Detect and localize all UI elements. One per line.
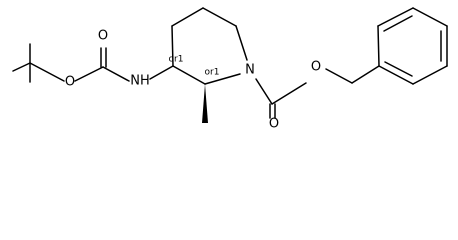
bond-ph-3 xyxy=(412,7,448,27)
bond-ph-5 xyxy=(412,65,448,85)
methyl-wedge-bond xyxy=(202,84,208,123)
molecule-diagram: O O NH N O O or1 or1 xyxy=(12,7,448,132)
bond-ph-inner-a xyxy=(383,15,413,32)
bond-tbu-o xyxy=(29,62,65,82)
bond-nh-c3 xyxy=(149,65,174,80)
bond-ph-2 xyxy=(377,7,414,27)
bond-c6-n xyxy=(235,25,248,61)
stereo-label-c3: or1 xyxy=(169,55,184,65)
bond-o-ch2 xyxy=(325,68,353,84)
bond-ch2-ph xyxy=(351,65,380,84)
structure-canvas: O O NH N O O or1 or1 xyxy=(12,7,448,132)
atom-o-boc-carbonyl: O xyxy=(98,29,108,44)
bond-c2-c3 xyxy=(172,65,206,85)
bond-ph-6 xyxy=(378,65,414,85)
bond-ph-inner-c xyxy=(384,61,413,77)
bond-ph-1 xyxy=(377,25,380,67)
bond-c5-c6 xyxy=(202,7,237,27)
atom-nh: NH xyxy=(130,74,150,89)
atom-o-bn-ester: O xyxy=(311,60,321,75)
bond-n-c2 xyxy=(204,73,241,85)
bond-o-c-boc xyxy=(74,66,104,82)
atom-o-cbz-carbonyl: O xyxy=(269,117,279,132)
bond-tbu-left xyxy=(12,62,31,72)
atom-o-tbu-ester: O xyxy=(65,75,75,90)
bond-c-nh xyxy=(102,66,130,82)
bond-n-c-cbz xyxy=(255,78,273,105)
bond-c-o-cbz xyxy=(271,82,307,105)
stereo-label-c2: or1 xyxy=(205,68,220,78)
atom-n-ring: N xyxy=(245,63,255,78)
bond-c3-c4 xyxy=(171,25,174,67)
bond-c4-c5 xyxy=(171,7,204,27)
